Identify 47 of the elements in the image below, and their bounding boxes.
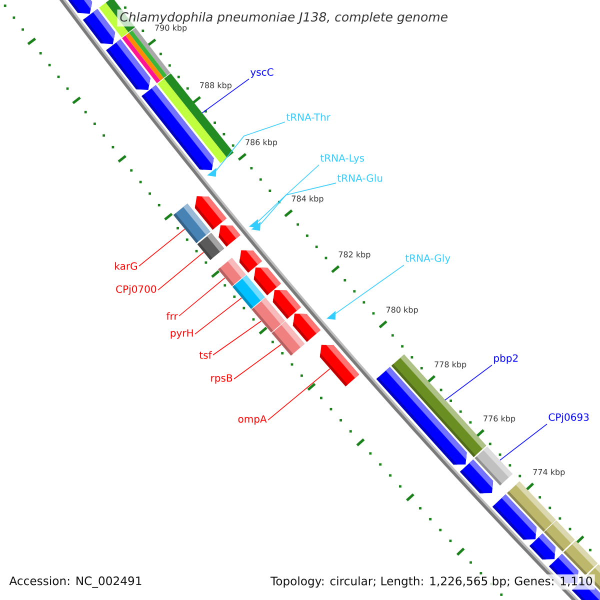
tick-label: 786 kbp <box>246 139 278 147</box>
leader-line <box>202 78 250 114</box>
gene-label: CPj0700 <box>116 285 156 295</box>
gene-label: tsf <box>199 351 212 359</box>
leader-line <box>268 368 330 420</box>
tick-label: 784 kbp <box>292 195 324 204</box>
gene-label: rpsB <box>211 374 232 384</box>
footer-text: Topology: circular; Length: 1,226,565 bp; Genes: 1,110 <box>268 574 595 590</box>
gene-label: tRNA-Thr <box>286 113 330 121</box>
triangle-marker <box>326 310 336 320</box>
leader-line <box>260 182 336 225</box>
leader-line <box>158 252 204 290</box>
leader-line <box>335 264 404 314</box>
gene-label: tRNA-Glu <box>337 174 382 182</box>
gene-bar <box>173 204 210 244</box>
leader-line <box>212 320 262 356</box>
gene-label: tRNA-Lys <box>320 154 364 164</box>
tick-label: 774 kbp <box>533 468 565 477</box>
gene-label: frr <box>166 312 178 320</box>
gene-label: tRNA-Gly <box>405 254 450 264</box>
gene-bar <box>232 275 265 309</box>
gene-label: pbp2 <box>494 354 518 364</box>
gene-bar <box>157 73 234 164</box>
leader-line <box>138 228 186 266</box>
leader-line <box>216 122 286 171</box>
gene-label: yscC <box>250 68 274 78</box>
gene-bar <box>474 446 512 486</box>
leader-line <box>258 164 320 222</box>
gene-bar <box>272 321 305 356</box>
triangle-marker <box>251 222 260 231</box>
tick-label: 782 kbp <box>338 251 370 259</box>
leader-line <box>178 278 226 316</box>
gene-label: CPj0693 <box>548 413 589 423</box>
gene-label: pyrH <box>170 329 193 339</box>
gene-label: ompA <box>238 415 267 425</box>
tick-label: 776 kbp <box>484 415 516 424</box>
gene-block <box>320 344 360 386</box>
gene-bar <box>197 232 224 260</box>
leader-line <box>500 424 548 461</box>
footer-text: Accession: NC_002491 <box>9 576 142 588</box>
tick-label: 790 kbp <box>155 24 187 32</box>
tick-label: 778 kbp <box>434 361 466 369</box>
tick-label: 788 kbp <box>200 82 232 90</box>
tick-label: 780 kbp <box>386 306 418 314</box>
triangle-marker <box>207 168 216 177</box>
gene-bar <box>252 298 285 333</box>
gene-label: karG <box>115 262 137 270</box>
